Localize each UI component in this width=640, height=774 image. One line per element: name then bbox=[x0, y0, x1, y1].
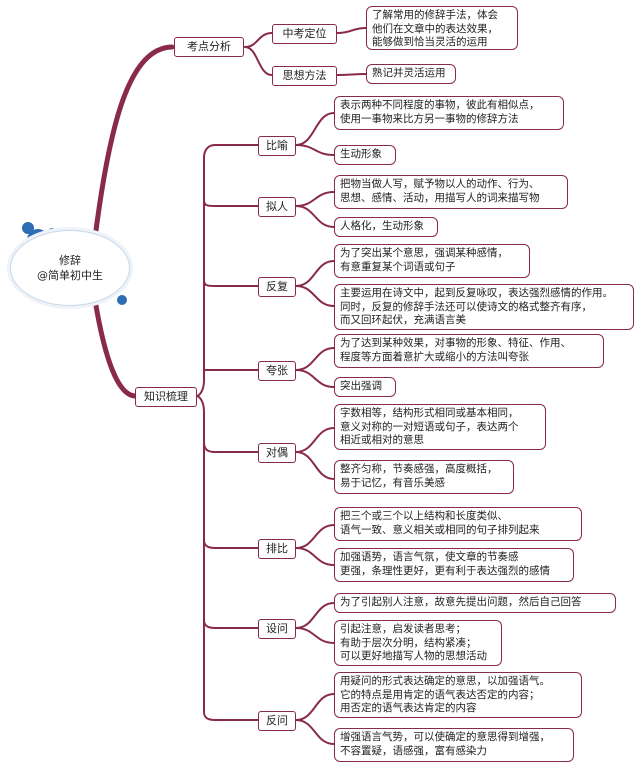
category-label-metaphor: 比喻 bbox=[258, 136, 296, 156]
section-label-analysis: 考点分析 bbox=[174, 37, 244, 57]
root-title: 修辞 bbox=[59, 254, 81, 267]
detail-box: 生动形象 bbox=[334, 145, 396, 165]
detail-box: 为了突出某个意思，强调某种感情， 有意重复某个词语或句子 bbox=[334, 244, 530, 278]
detail-box: 熟记并灵活运用 bbox=[366, 64, 456, 84]
detail-box: 表示两种不同程度的事物，彼此有相似点， 使用一事物来比方另一事物的修辞方法 bbox=[334, 96, 564, 130]
detail-box: 突出强调 bbox=[334, 377, 396, 397]
detail-box: 把三个或三个以上结构和长度类似、 语气一致、意义相关或相同的句子排列起来 bbox=[334, 507, 582, 541]
category-label-retort: 反问 bbox=[258, 711, 296, 731]
category-label-antithesis: 对偶 bbox=[258, 443, 296, 463]
section-label-knowledge: 知识梳理 bbox=[135, 387, 197, 407]
branch-root-section2 bbox=[92, 297, 138, 399]
bubble-decoration bbox=[22, 222, 34, 234]
category-label-repetition: 反复 bbox=[258, 277, 296, 297]
detail-box: 增强语言气势，可以使确定的意思得到增强， 不容置疑，语感强，富有感染力 bbox=[334, 728, 574, 762]
detail-box: 把物当做人写，赋予物以人的动作、行为、 思想、感情、活动，用描写人的词来描写物 bbox=[334, 175, 568, 209]
detail-box: 字数相等，结构形式相同或基本相同， 意义对称的一对短语或句子，表达两个 相近或相… bbox=[334, 404, 546, 450]
detail-box: 引起注意，启发读者思考； 有助于层次分明，结构紧凑； 可以更好地描写人物的思想活… bbox=[334, 620, 502, 666]
root-subtitle: @简单初中生 bbox=[37, 269, 103, 282]
detail-box: 为了达到某种效果，对事物的形象、特征、作用、 程度等方面着意扩大或缩小的方法叫夸… bbox=[334, 334, 604, 368]
category-label-personification: 拟人 bbox=[258, 197, 296, 217]
detail-box: 人格化，生动形象 bbox=[334, 217, 438, 237]
detail-box: 用疑问的形式表达确定的意思，以加强语气。 它的特点是用肯定的语气表达否定的内容；… bbox=[334, 672, 582, 718]
detail-box: 为了引起别人注意，故意先提出问题，然后自己回答 bbox=[334, 593, 616, 613]
category-label-positioning: 中考定位 bbox=[272, 24, 337, 44]
category-label-parallelism: 排比 bbox=[258, 539, 296, 559]
category-label-hyperbole: 夸张 bbox=[258, 361, 296, 381]
bubble-decoration bbox=[117, 295, 127, 305]
detail-box: 整齐匀称，节奏感强，高度概括， 易于记忆，有音乐美感 bbox=[334, 460, 514, 494]
branch-root-section1 bbox=[92, 44, 175, 241]
category-label-rhetorical-question: 设问 bbox=[258, 619, 296, 639]
detail-box: 了解常用的修辞手法，体会 他们在文章中的表达效果， 能够做到恰当灵活的运用 bbox=[366, 6, 518, 50]
detail-box: 加强语势，语言气氛，使文章的节奏感 更强，条理性更好，更有利于表达强烈的感情 bbox=[334, 548, 574, 582]
detail-box: 主要运用在诗文中，起到反复咏叹，表达强烈感情的作用。 同时，反复的修辞手法还可以… bbox=[334, 284, 634, 330]
root-node: 修辞 @简单初中生 bbox=[10, 230, 130, 306]
category-label-method: 思想方法 bbox=[272, 66, 337, 86]
